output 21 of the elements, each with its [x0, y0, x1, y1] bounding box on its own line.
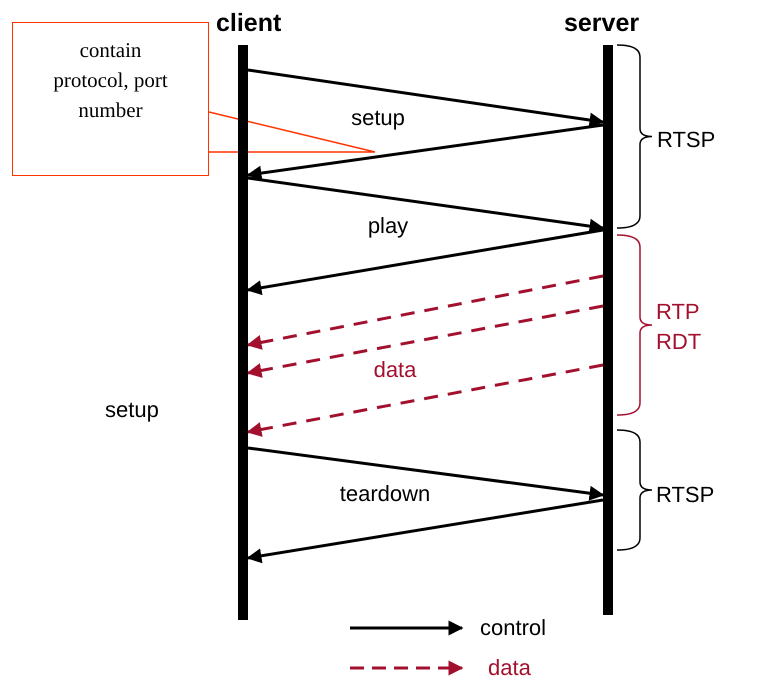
callout-box — [12, 22, 209, 176]
protocol-label: setup — [105, 398, 159, 422]
arrow — [248, 176, 604, 234]
arrow — [246, 274, 604, 350]
arrow — [246, 364, 604, 437]
protocol-label: RTSP — [656, 483, 714, 507]
arrow — [246, 124, 604, 181]
protocol-label: RTSP — [657, 128, 716, 152]
leader-line — [208, 111, 376, 153]
protocol-label: RTP — [656, 300, 700, 324]
legend-text: control — [480, 615, 546, 641]
lifeline-label: client — [216, 8, 282, 39]
arrow — [246, 228, 604, 296]
legend-text: data — [488, 655, 531, 681]
lifeline-label: server — [564, 8, 640, 39]
callout-text: contain protocol, port number — [52, 37, 169, 124]
arrow — [246, 498, 604, 564]
arrow — [248, 68, 604, 128]
protocol-label: RDT — [656, 330, 702, 354]
arrow — [246, 304, 604, 378]
arrow — [248, 446, 604, 501]
